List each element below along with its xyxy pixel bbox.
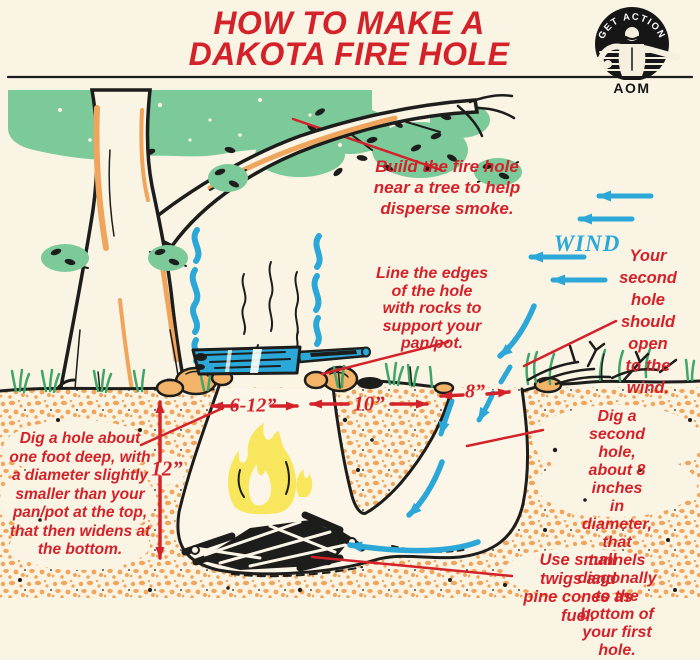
measurement-hole-depth: 12”: [151, 456, 183, 481]
page-title: HOW TO MAKE A DAKOTA FIRE HOLE: [188, 5, 510, 72]
leaf-clusters: [41, 158, 522, 272]
annotation-build-near-tree: Build the fire hole near a tree to help …: [373, 157, 521, 218]
annotation-line-edges: Line the edges of the hole with rocks to…: [375, 265, 489, 352]
grass: [10, 347, 696, 394]
infographic: GET ACTION: [0, 5, 700, 659]
measurement-second-hole-diameter: 8”: [465, 380, 485, 403]
smoke-icon: [189, 227, 323, 364]
leader-lines: [139, 319, 618, 578]
heat-waves-icon: [241, 261, 299, 359]
aom-logo: GET ACTION: [595, 7, 681, 81]
grass-dark: [97, 353, 605, 392]
campfire-icon: [181, 423, 366, 572]
measurement-hole-spacing: 10”: [353, 391, 385, 416]
wind-arrows-icon: [528, 190, 654, 286]
leader-build: [291, 117, 443, 172]
measurement-arrows: [155, 388, 511, 560]
twig-pile: [526, 340, 678, 386]
annotation-second-hole-wind: Your second hole should open to the wind…: [619, 247, 677, 397]
logo-wordmark: AOM: [611, 80, 653, 96]
dakota-fire-hole-illustration: GET ACTION: [0, 7, 700, 598]
annotation-fuel: Use small twigs and pine cones as fuel.: [523, 551, 633, 625]
annotation-dig-first-hole: Dig a hole about one foot deep, with a d…: [9, 430, 151, 558]
pan-icon: [191, 345, 371, 376]
measurement-first-hole-diameter: 6-12”: [229, 394, 277, 417]
wind-label: WIND: [553, 231, 621, 256]
airflow-arrows-icon: [347, 303, 537, 554]
